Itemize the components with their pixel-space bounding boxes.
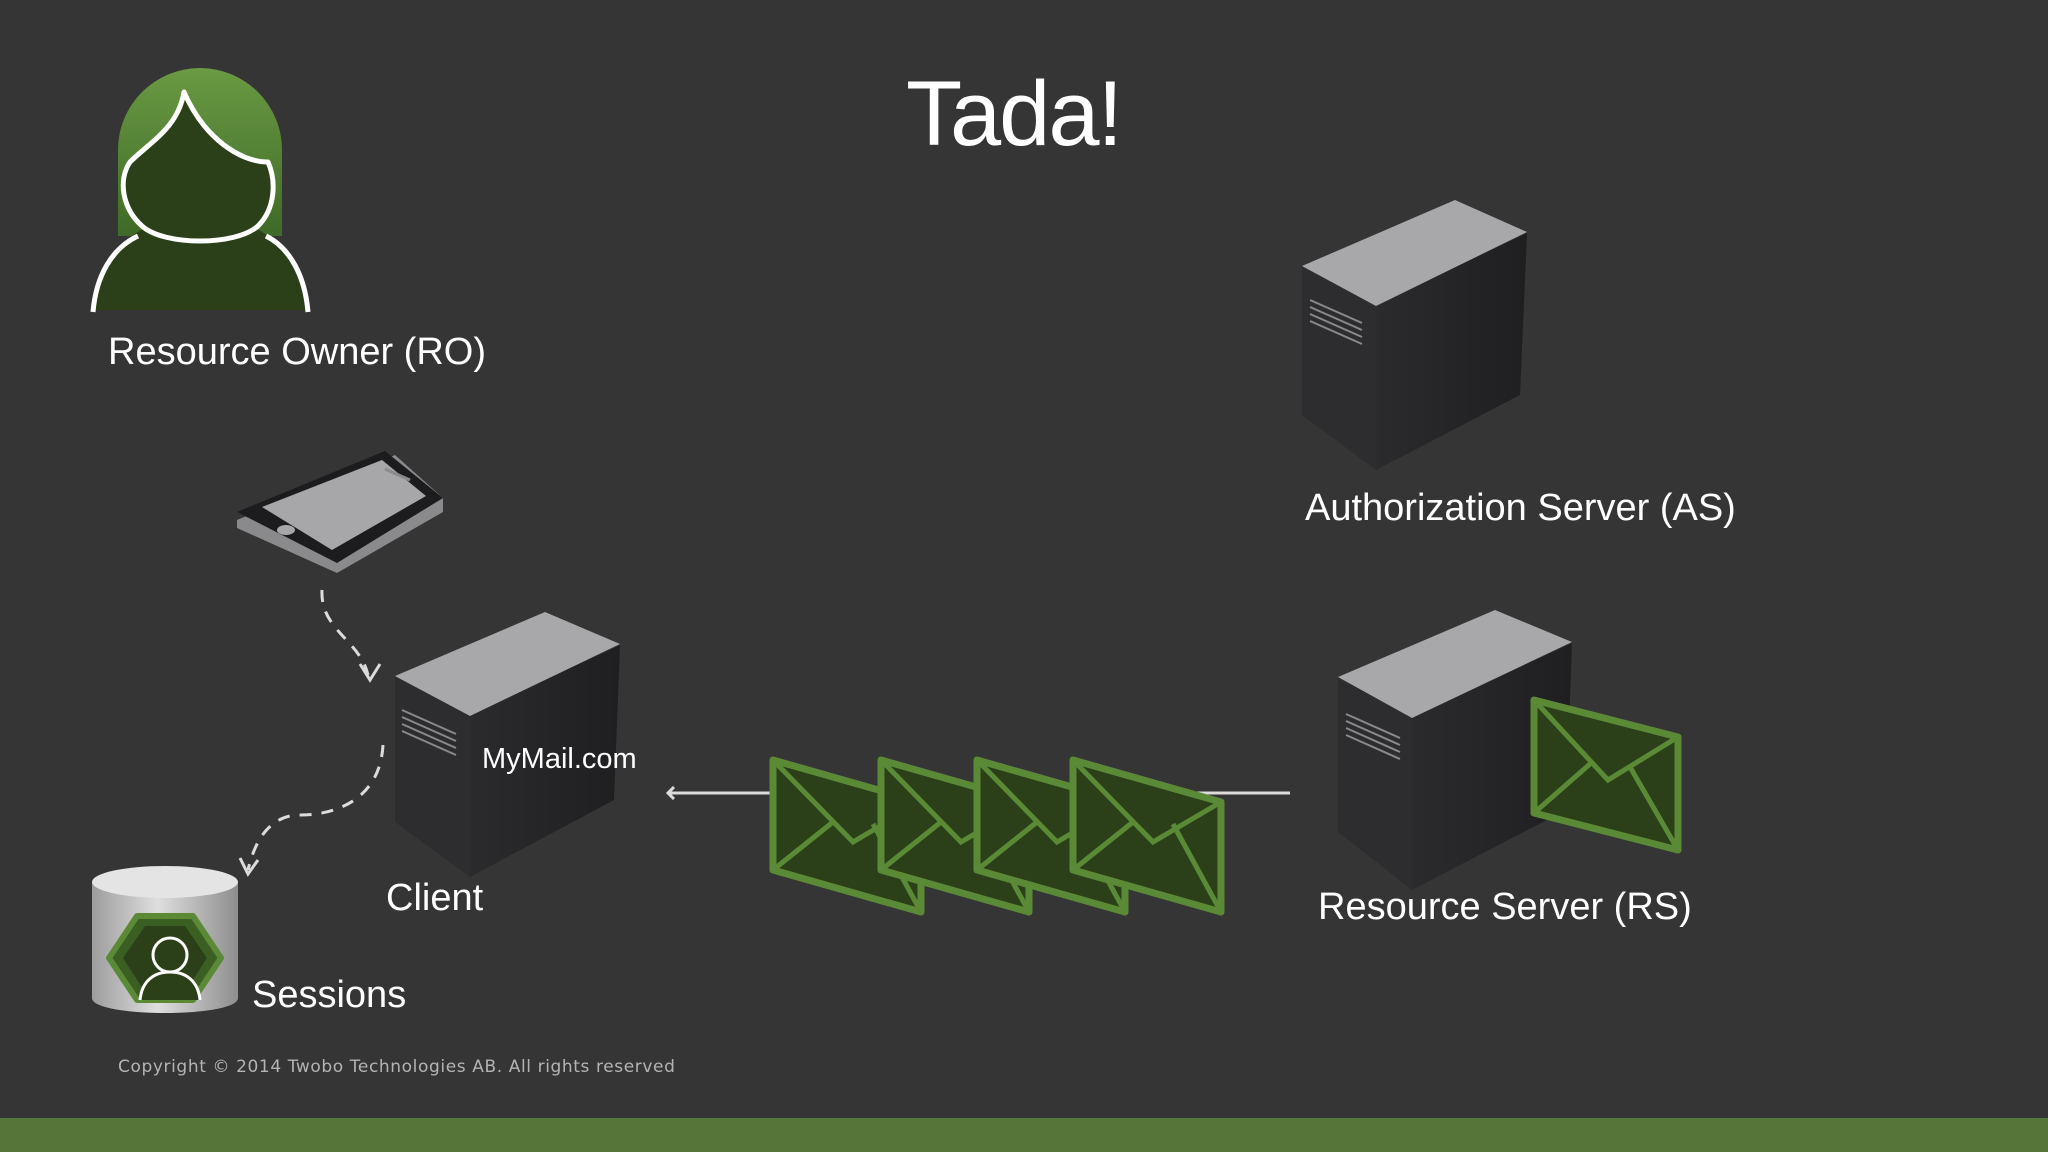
footer-bar [0, 1118, 2048, 1152]
slide-title: Tada! [906, 63, 1123, 165]
copyright-notice: Copyright © 2014 Twobo Technologies AB. … [118, 1057, 676, 1077]
client-to-sessions-dashed-arrow [246, 744, 385, 871]
device-to-client-dashed-arrow [320, 589, 370, 676]
arrow-head-icon [358, 663, 382, 683]
authorization-server-label: Authorization Server (AS) [1305, 487, 1736, 529]
sessions-label: Sessions [252, 974, 407, 1016]
resource-server-envelope-icon [1530, 696, 1682, 854]
authorization-server-icon [1302, 200, 1527, 470]
client-domain-label: MyMail.com [482, 743, 637, 775]
resource-server-label: Resource Server (RS) [1318, 886, 1692, 928]
sessions-database-icon [92, 866, 238, 1013]
arrow-head-icon [238, 857, 260, 877]
resource-owner-person-icon [90, 68, 311, 313]
tablet-icon [237, 451, 443, 573]
resource-owner-label: Resource Owner (RO) [108, 331, 486, 373]
resource-server-icon [1338, 610, 1572, 890]
client-label: Client [386, 877, 484, 919]
client-server-icon [395, 612, 620, 877]
